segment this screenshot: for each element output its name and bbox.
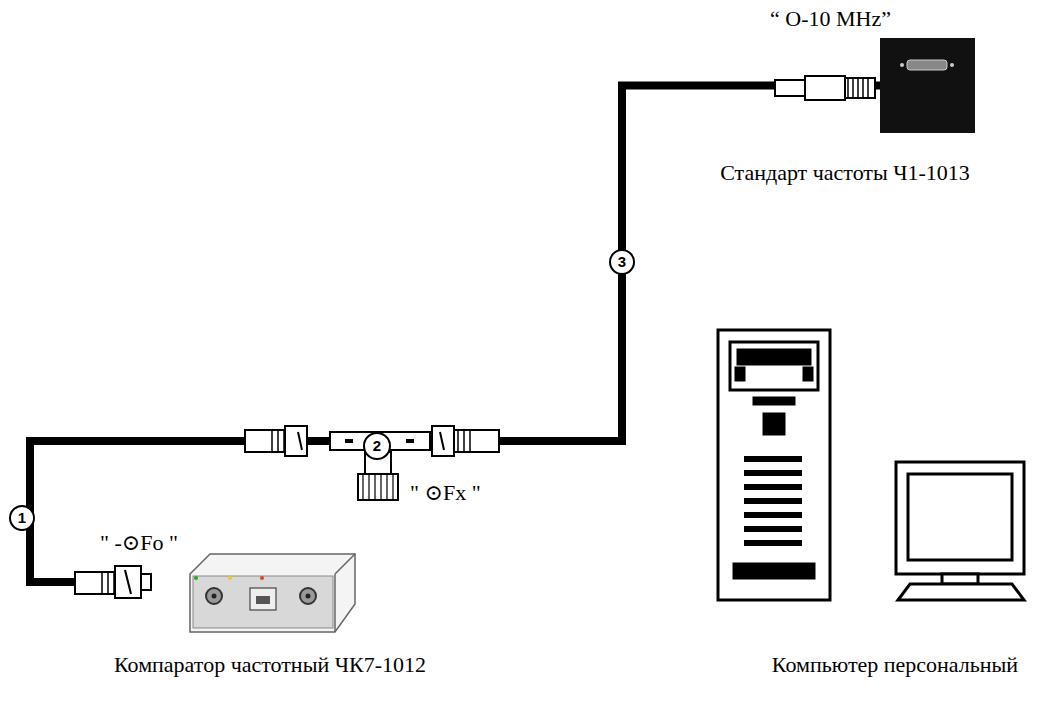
bnc-plug [775,76,875,100]
device-caption: Стандарт частоты Ч1-1013 [720,160,970,186]
computer-picture [712,328,1030,608]
device-caption: Компьютер персональный [772,652,1018,678]
callout-number: 2 [373,438,381,454]
standard-device: Стандарт частоты Ч1-1013 [880,38,975,133]
bnc-plug [75,566,151,598]
callout-circle [10,506,34,530]
computer-device: Компьютер персональный [712,328,1030,608]
callout-circle [364,433,390,459]
callout-number: 1 [18,510,26,526]
comparator-picture [152,552,357,640]
standard-picture [880,38,975,133]
port-label: " ⊙Fx " [410,480,481,506]
comparator-device: Компаратор частотный ЧК7-1012 [152,552,357,640]
callout-number: 3 [618,254,626,270]
port-label: " -⊙Fo " [100,530,178,556]
callout-circle [610,250,634,274]
port-label: “ O-10 MHz” [770,6,891,32]
device-caption: Компаратор частотный ЧК7-1012 [114,652,426,678]
